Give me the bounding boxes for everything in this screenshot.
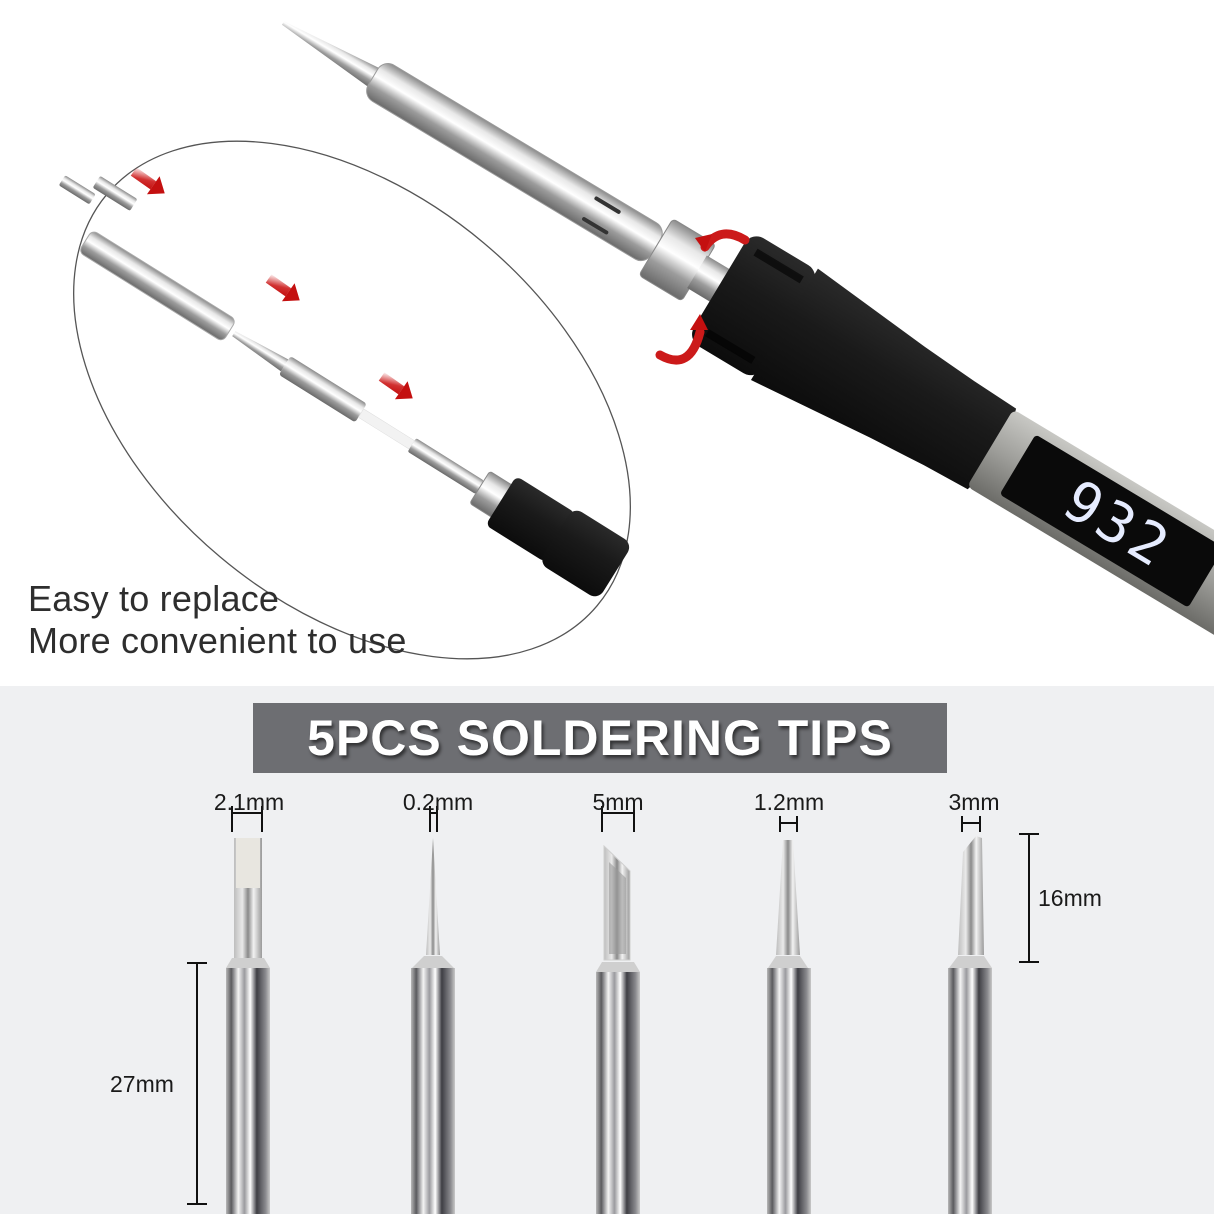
led-display-icon	[1001, 435, 1214, 607]
iron-barrel-icon	[366, 63, 663, 262]
exploded-parts	[59, 175, 630, 597]
handle-grip-icon	[750, 268, 1017, 490]
knurled-nut-icon	[93, 176, 137, 211]
rotate-arrow-icons	[655, 229, 750, 365]
tip-width-label: 3mm	[948, 789, 1000, 815]
tip-conical-0-2mm	[411, 806, 455, 1214]
top-product-section: 932 Easy to replace More convenient to u…	[28, 21, 1214, 662]
tips-illustration	[187, 806, 1039, 1214]
tip-bevel-3mm	[948, 816, 992, 1214]
dimension-27mm-bracket	[187, 962, 207, 1205]
tips-banner: 5PCS SOLDERING TIPS	[253, 703, 947, 773]
tip-knife-5mm	[596, 806, 640, 1214]
tip-chisel-2-1mm	[226, 806, 270, 1214]
shank-length-label: 27mm	[110, 1071, 174, 1097]
tip-length-label: 16mm	[1038, 885, 1102, 911]
tip-conical-1-2mm	[767, 816, 811, 1214]
tip-width-label: 5mm	[592, 789, 644, 815]
tip-width-label: 0.2mm	[402, 789, 474, 815]
heating-tip-icon	[279, 357, 366, 422]
soldering-iron-illustration: 932	[59, 21, 1214, 660]
tip-sleeve-icon	[80, 231, 235, 341]
arrow-down-right-icons	[130, 167, 413, 400]
iron-tip-icon	[281, 21, 381, 88]
tip-width-label: 1.2mm	[753, 789, 825, 815]
heater-rod-icon	[408, 438, 484, 494]
handle-front-icon	[487, 478, 574, 560]
banner-title: 5PCS SOLDERING TIPS	[307, 710, 893, 766]
dimension-16mm-bracket	[1019, 833, 1039, 963]
assembled-soldering-iron: 932	[281, 21, 1214, 650]
caption-line-convenient: More convenient to use	[28, 620, 407, 661]
ring-part-icon	[59, 175, 95, 204]
tips-section: 5PCS SOLDERING TIPS	[0, 686, 1214, 1214]
tip-width-label: 2.1mm	[213, 789, 285, 815]
feature-caption: Easy to replace More convenient to use	[28, 578, 407, 662]
caption-line-easy-replace: Easy to replace	[28, 578, 280, 619]
